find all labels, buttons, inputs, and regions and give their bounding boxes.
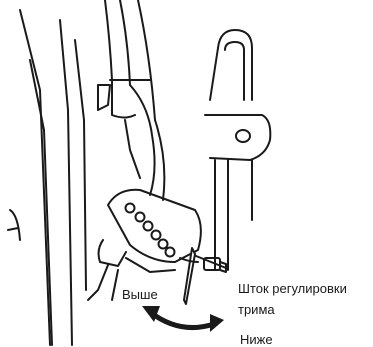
adjust-arrow [142, 306, 224, 332]
lower-label: Ниже [240, 332, 273, 347]
swivel-bracket [205, 30, 270, 270]
tilt-pin-plate [88, 190, 201, 300]
trim-rod-label-line1: Шток регулировки [238, 281, 347, 296]
trim-rod-label-line2: трима [238, 302, 275, 317]
transom-bracket [8, 10, 86, 345]
higher-label: Выше [122, 287, 158, 302]
motor-housing [98, 0, 164, 200]
